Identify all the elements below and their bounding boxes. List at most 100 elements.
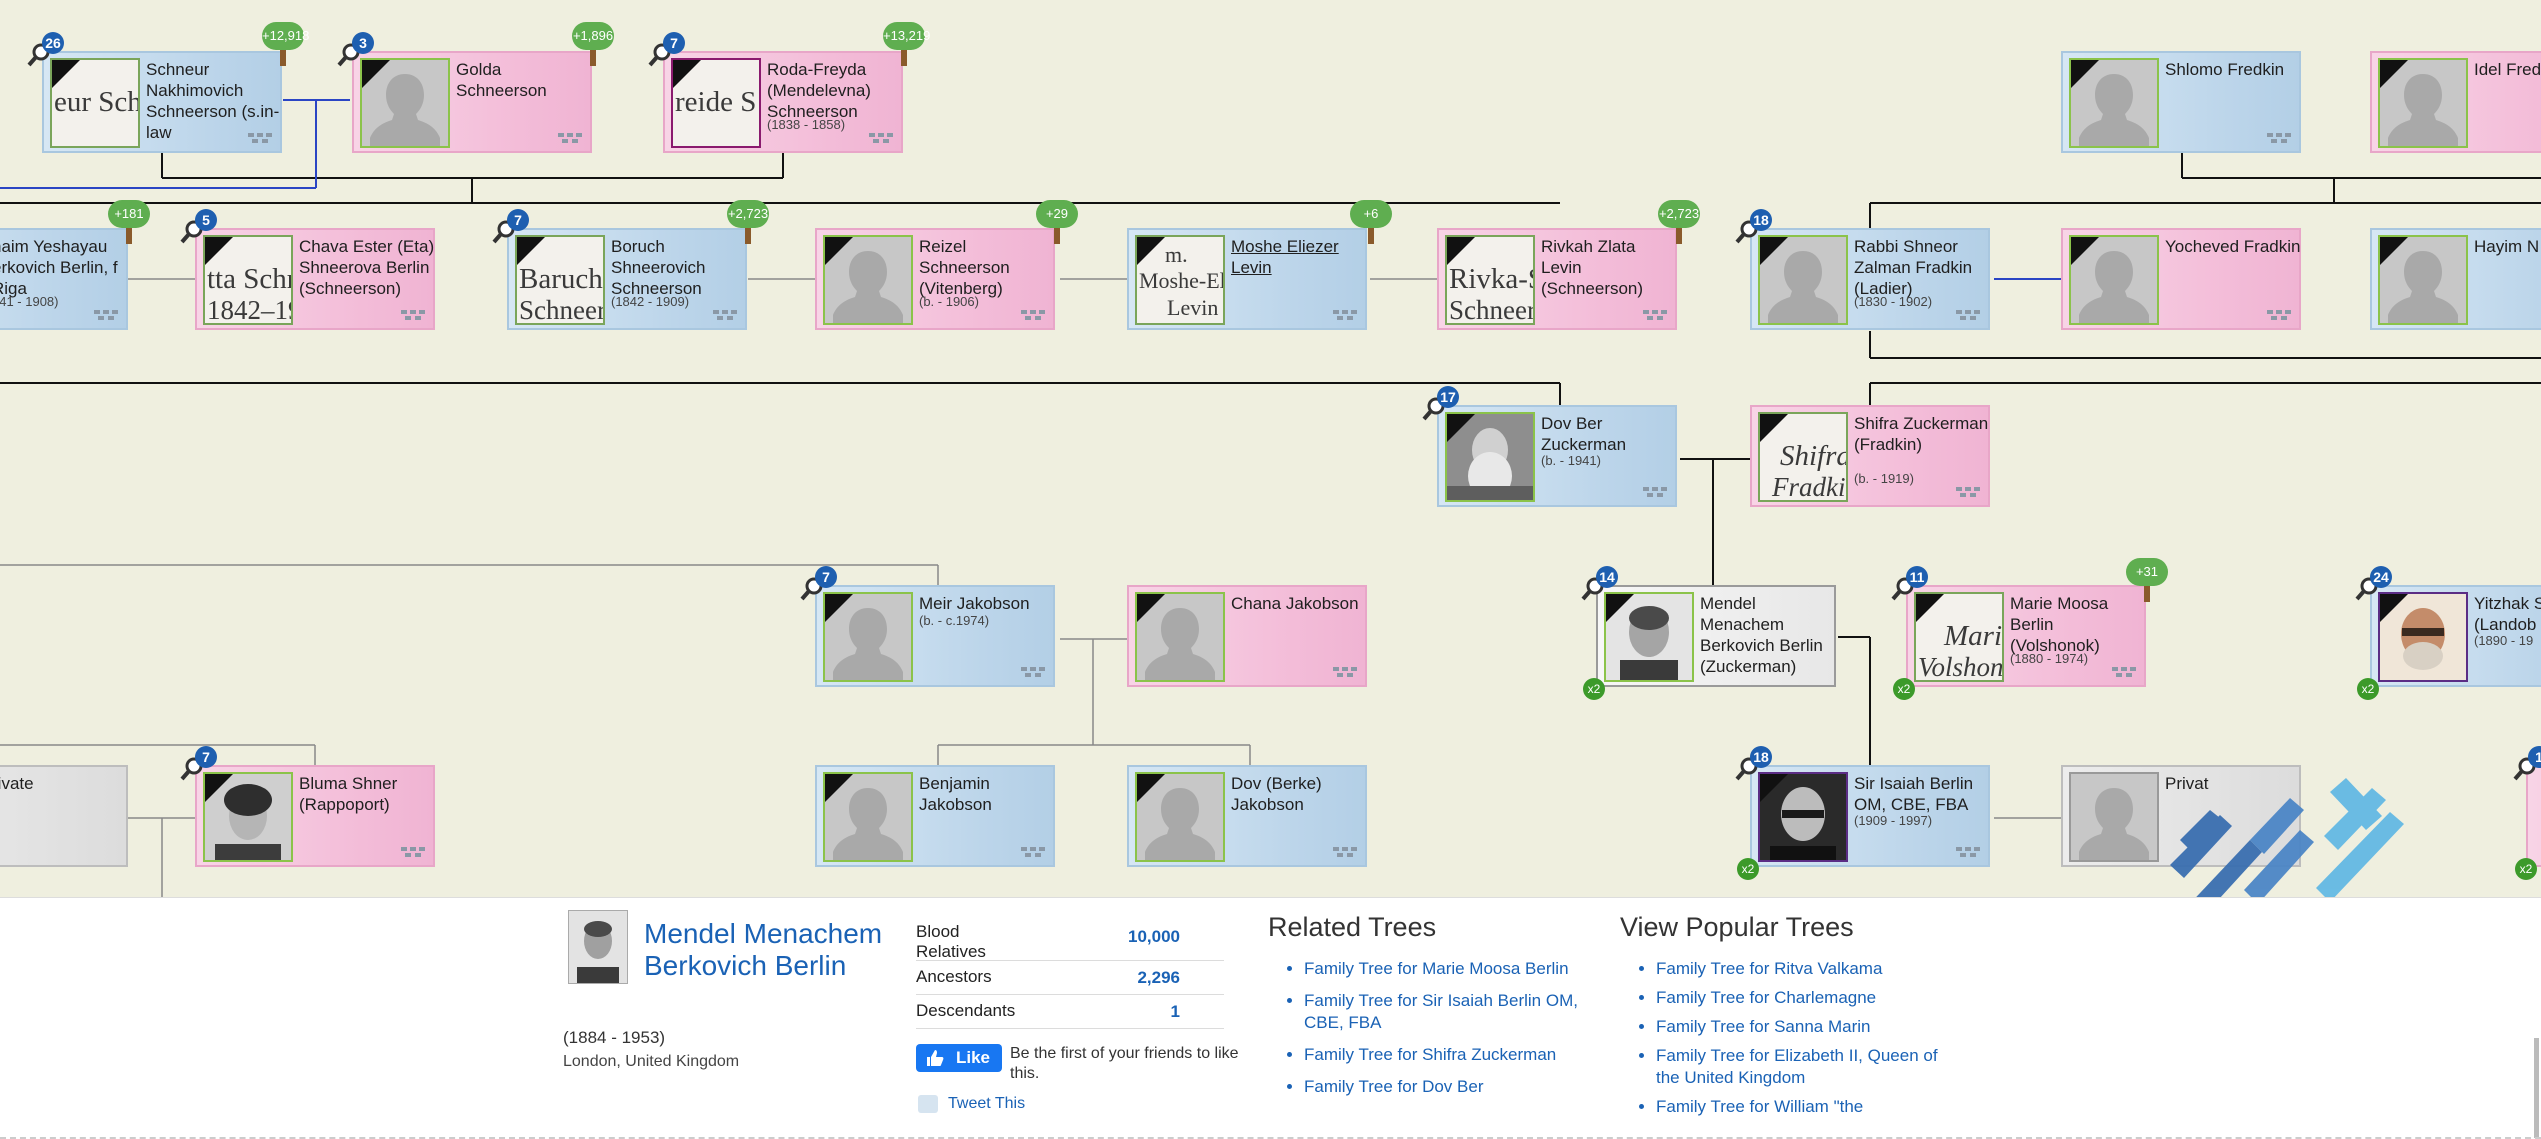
family-tree-icon[interactable]	[1956, 487, 1980, 497]
relatives-count-badge[interactable]: 1	[2528, 746, 2541, 768]
duplicate-badge[interactable]: x2	[2515, 858, 2537, 880]
family-tree-icon[interactable]	[1021, 667, 1045, 677]
stat-value-link[interactable]: 10,000	[1128, 927, 1180, 946]
person-card-idel-fredkin[interactable]: Idel Fred	[2370, 51, 2541, 153]
person-card-boruch-schneerson[interactable]: BaruchSchneers Boruch Shneerovich Schnee…	[507, 228, 747, 330]
relatives-count-badge[interactable]: 3	[352, 32, 374, 54]
family-tree-icon[interactable]	[2267, 133, 2291, 143]
person-card-isaiah-berlin[interactable]: Sir Isaiah Berlin OM, CBE, FBA (1909 - 1…	[1750, 765, 1990, 867]
deceased-ribbon-icon	[205, 237, 233, 265]
duplicate-badge[interactable]: x2	[1893, 678, 1915, 700]
tree-icon[interactable]: +1,896	[572, 22, 614, 68]
family-tree-icon[interactable]	[1021, 847, 1045, 857]
tree-icon[interactable]: +2,723	[1658, 200, 1700, 246]
family-tree-icon[interactable]	[1333, 310, 1357, 320]
person-card-meir-jakobson[interactable]: Meir Jakobson (b. - c.1974)	[815, 585, 1055, 687]
person-dates: (b. - 1919)	[1854, 471, 1914, 486]
tree-icon[interactable]: +12,918	[262, 22, 309, 68]
family-tree-icon[interactable]	[1021, 310, 1045, 320]
silhouette-icon	[1145, 608, 1215, 680]
related-tree-link[interactable]: Family Tree for Dov Ber	[1304, 1076, 1604, 1098]
person-thumbnail[interactable]	[568, 910, 628, 984]
family-tree-icon[interactable]	[1333, 847, 1357, 857]
relatives-count-badge[interactable]: 14	[1596, 566, 1618, 588]
stat-value-link[interactable]: 1	[1170, 1002, 1180, 1021]
duplicate-badge[interactable]: x2	[2357, 678, 2379, 700]
tree-icon[interactable]: +29	[1036, 200, 1078, 246]
person-card-yitzhak-landoberg[interactable]: Yitzhak S (Landob (1890 - 19	[2370, 585, 2541, 687]
person-card-bluma-shner[interactable]: Bluma Shner (Rappoport)	[195, 765, 435, 867]
person-card-reizel-schneerson[interactable]: Reizel Schneerson (Vitenberg) (b. - 1906…	[815, 228, 1055, 330]
person-card-benjamin-jakobson[interactable]: Benjamin Jakobson	[815, 765, 1055, 867]
person-card-dov-ber-zuckerman[interactable]: Dov Ber Zuckerman (b. - 1941)	[1437, 405, 1677, 507]
person-card-golda-schneerson[interactable]: Golda Schneerson	[352, 51, 592, 153]
family-tree-icon[interactable]	[1333, 667, 1357, 677]
person-card-hayim-fradkin[interactable]: Hayim N Fradkin	[2370, 228, 2541, 330]
relatives-count-badge[interactable]: 26	[42, 32, 64, 54]
relatives-count-badge[interactable]: 7	[195, 746, 217, 768]
relatives-count-badge[interactable]: 7	[815, 566, 837, 588]
person-card-dov-berke-jakobson[interactable]: Dov (Berke) Jakobson	[1127, 765, 1367, 867]
popular-tree-link[interactable]: Family Tree for William "the	[1656, 1096, 1946, 1118]
family-tree-icon[interactable]	[1956, 847, 1980, 857]
relatives-count-badge[interactable]: 17	[1437, 386, 1459, 408]
tree-icon[interactable]: +31	[2126, 558, 2168, 604]
portrait-photo	[1445, 412, 1535, 502]
related-tree-link[interactable]: Family Tree for Marie Moosa Berlin	[1304, 958, 1604, 980]
person-card-yocheved-fradkin[interactable]: Yocheved Fradkin	[2061, 228, 2301, 330]
family-tree-icon[interactable]	[248, 133, 272, 143]
family-tree-icon[interactable]	[1643, 310, 1667, 320]
family-tree-icon[interactable]	[558, 133, 582, 143]
stat-value-link[interactable]: 2,296	[1137, 968, 1180, 987]
person-name-link[interactable]: Mendel Menachem Berkovich Berlin	[644, 918, 883, 981]
family-tree-icon[interactable]	[869, 133, 893, 143]
tree-icon[interactable]: +13,219	[883, 22, 930, 68]
popular-tree-link[interactable]: Family Tree for Ritva Valkama	[1656, 958, 1946, 980]
duplicate-badge[interactable]: x2	[1583, 678, 1605, 700]
tweet-link[interactable]: Tweet This	[918, 1095, 1025, 1113]
tree-icon[interactable]: +181	[108, 200, 150, 246]
deceased-ribbon-icon	[1137, 237, 1165, 265]
facebook-like-button[interactable]: Like	[916, 1044, 1002, 1072]
tree-icon[interactable]: +6	[1350, 200, 1392, 246]
person-card-roda-freyda-schneerson[interactable]: reide S Roda-Freyda (Mendelevna) Schneer…	[663, 51, 903, 153]
popular-tree-link[interactable]: Family Tree for Sanna Marin	[1656, 1016, 1946, 1038]
duplicate-badge[interactable]: x2	[1737, 858, 1759, 880]
family-tree-icon[interactable]	[401, 847, 425, 857]
person-card-mendel-menachem-berlin[interactable]: Mendel Menachem Berkovich Berlin (Zucker…	[1596, 585, 1836, 687]
family-tree-icon[interactable]	[713, 310, 737, 320]
relatives-count-badge[interactable]: 18	[1750, 746, 1772, 768]
relatives-count-badge[interactable]: 18	[1750, 209, 1772, 231]
person-card-shneor-zalman-fradkin[interactable]: Rabbi Shneor Zalman Fradkin (Ladier) (18…	[1750, 228, 1990, 330]
related-tree-link[interactable]: Family Tree for Sir Isaiah Berlin OM, CB…	[1304, 990, 1604, 1034]
tree-icon[interactable]: +2,723	[727, 200, 769, 246]
relatives-count-badge[interactable]: 7	[507, 209, 529, 231]
relatives-count-badge[interactable]: 7	[663, 32, 685, 54]
family-tree-icon[interactable]	[1956, 310, 1980, 320]
person-card-chana-jakobson[interactable]: Chana Jakobson	[1127, 585, 1367, 687]
family-tree-icon[interactable]	[2267, 310, 2291, 320]
family-tree-icon[interactable]	[1643, 487, 1667, 497]
person-card-chaim-yeshayau-berlin[interactable]: haim Yeshayau erkovich Berlin, f Riga 84…	[0, 228, 128, 330]
relatives-count-badge[interactable]: 11	[1906, 566, 1928, 588]
person-card-private-left[interactable]: rivate	[0, 765, 128, 867]
person-card-shlomo-fredkin[interactable]: Shlomo Fredkin	[2061, 51, 2301, 153]
relatives-count-badge[interactable]: 5	[195, 209, 217, 231]
person-card-schneur-schneerson[interactable]: eur Schn Schneur Nakhimovich Schneerson …	[42, 51, 282, 153]
family-tree-icon[interactable]	[2112, 667, 2136, 677]
related-tree-link[interactable]: Family Tree for Shifra Zuckerman	[1304, 1044, 1604, 1066]
scrollbar[interactable]	[2534, 1038, 2539, 1138]
relatives-count-badge[interactable]: 24	[2370, 566, 2392, 588]
popular-tree-link[interactable]: Family Tree for Charlemagne	[1656, 987, 1946, 1009]
family-tree-icon[interactable]	[401, 310, 425, 320]
family-tree-icon[interactable]	[94, 310, 118, 320]
person-name[interactable]: Moshe Eliezer Levin	[1231, 237, 1339, 277]
person-card-moshe-eliezer-levin[interactable]: m.Moshe-EleLevin Moshe Eliezer Levin	[1127, 228, 1367, 330]
popular-tree-link[interactable]: Family Tree for Elizabeth II, Queen of t…	[1656, 1045, 1946, 1089]
